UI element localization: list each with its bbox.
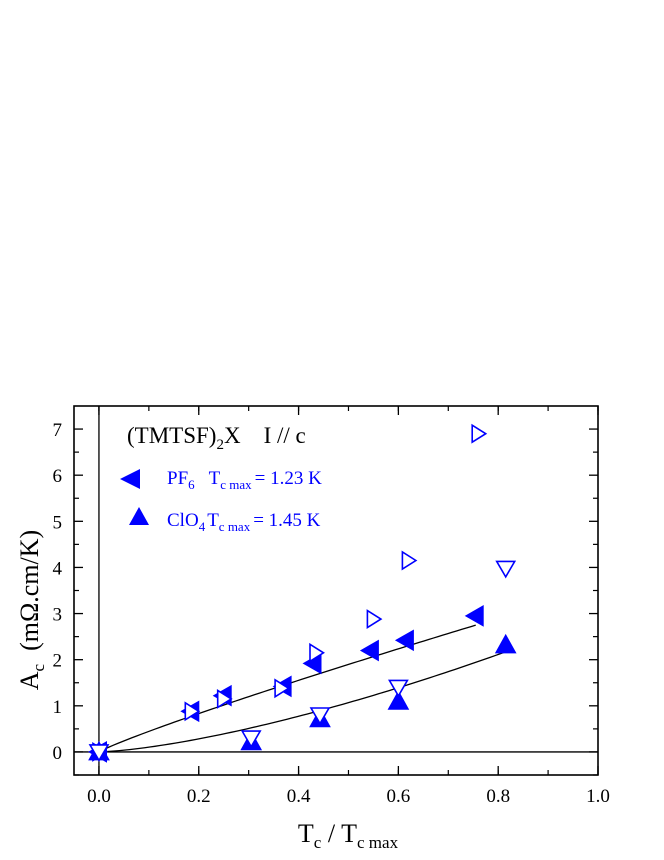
x-tick-label: 0.0 (87, 786, 111, 807)
annotation-compound: (TMTSF)2X I // c (127, 423, 306, 453)
legend-marker-clo4 (129, 507, 149, 525)
data-point-marker (495, 560, 517, 579)
plot-frame (73, 405, 599, 776)
x-tick-label: 0.2 (187, 786, 211, 807)
data-point-marker (388, 679, 409, 698)
y-tick-label: 7 (53, 420, 63, 441)
x-tick-label: 1.0 (586, 786, 610, 807)
data-point-marker (366, 609, 383, 630)
y-tick-label: 3 (53, 605, 63, 626)
y-tick-label: 5 (53, 512, 63, 533)
x-tick-label: 0.4 (287, 786, 311, 807)
x-tick-label: 0.6 (387, 786, 411, 807)
data-point-marker (240, 730, 262, 749)
data-markers (87, 423, 517, 763)
x-tick-label: 0.8 (486, 786, 510, 807)
fit-curves (98, 624, 506, 753)
fit-curve (98, 651, 506, 753)
y-tick-label: 6 (53, 466, 63, 487)
y-tick-label: 1 (53, 697, 63, 718)
y-tick-label: 4 (53, 558, 63, 579)
data-point-marker (464, 605, 484, 627)
y-tick-label: 0 (53, 743, 63, 764)
data-point-marker (309, 642, 326, 663)
plot-border (73, 405, 599, 776)
tick-labels: 0.0 0.2 0.4 0.6 0.8 1.0 0 1 2 3 4 5 6 7 (53, 420, 610, 807)
data-point-marker (359, 639, 379, 662)
data-point-marker (401, 550, 418, 571)
data-point-marker (394, 629, 414, 652)
data-point-marker (184, 701, 201, 722)
axis-ticks (74, 406, 599, 776)
data-point-marker (387, 690, 410, 710)
y-tick-label: 2 (53, 651, 63, 672)
y-axis-label: Ac (mΩ.cm/K) (15, 530, 48, 690)
zero-reference-lines (74, 406, 598, 775)
x-axis-label: Tc / Tc max (298, 819, 399, 852)
legend-marker-pf6 (120, 469, 140, 489)
data-point-marker (494, 633, 517, 654)
data-point-marker (88, 744, 110, 762)
data-point-marker (471, 423, 488, 444)
data-point-marker (216, 688, 233, 709)
data-point-marker (274, 678, 291, 699)
data-point-marker (309, 707, 331, 726)
